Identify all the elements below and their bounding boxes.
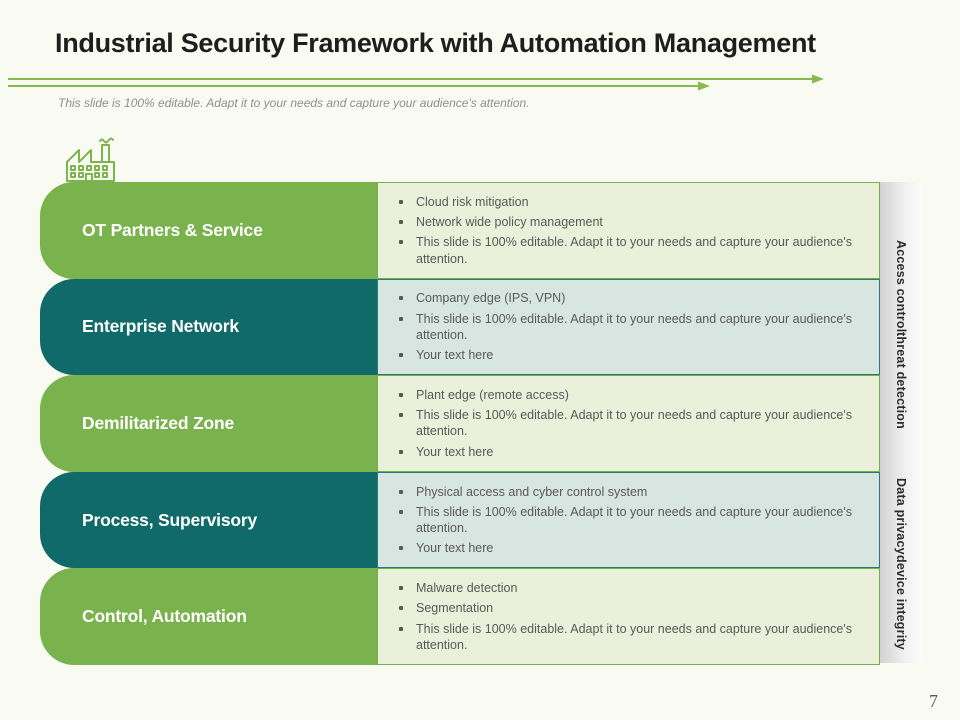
factory-icon	[66, 137, 115, 182]
framework-row-demilitarized-zone: Demilitarized Zone Plant edge (remote ac…	[40, 375, 880, 472]
side-label-line: Data privacy	[894, 478, 908, 555]
bullet-item: This slide is 100% editable. Adapt it to…	[392, 234, 861, 267]
row-content-demilitarized-zone: Plant edge (remote access) This slide is…	[377, 375, 880, 472]
row-label-ot-partners: OT Partners & Service	[40, 182, 377, 279]
bullet-item: Your text here	[392, 444, 861, 460]
row-content-control-automation: Malware detection Segmentation This slid…	[377, 568, 880, 665]
side-label-access-control: Access control threat detection	[880, 240, 922, 429]
framework-row-process-supervisory: Process, Supervisory Physical access and…	[40, 471, 880, 569]
bullet-item: Your text here	[392, 347, 861, 363]
bullet-item: This slide is 100% editable. Adapt it to…	[392, 504, 861, 537]
row-content-process-supervisory: Physical access and cyber control system…	[377, 471, 880, 569]
row-label-demilitarized-zone: Demilitarized Zone	[40, 375, 377, 472]
bullet-item: This slide is 100% editable. Adapt it to…	[392, 311, 861, 344]
bullet-item: Company edge (IPS, VPN)	[392, 290, 861, 306]
framework-row-ot-partners: OT Partners & Service Cloud risk mitigat…	[40, 182, 880, 279]
bullet-item: Segmentation	[392, 600, 861, 616]
row-content-enterprise-network: Company edge (IPS, VPN) This slide is 10…	[377, 278, 880, 376]
side-label-data-privacy: Data privacy device integrity	[880, 478, 922, 650]
side-category-bar: Access control threat detection Data pri…	[880, 182, 922, 663]
title-underline-arrows-icon	[8, 74, 824, 91]
bullet-item: Malware detection	[392, 580, 861, 596]
bullet-item: Physical access and cyber control system	[392, 484, 861, 500]
bullet-item: Network wide policy management	[392, 214, 861, 230]
row-content-ot-partners: Cloud risk mitigation Network wide polic…	[377, 182, 880, 279]
bullet-item: Your text here	[392, 540, 861, 556]
side-label-line: threat detection	[894, 332, 908, 430]
bullet-item: This slide is 100% editable. Adapt it to…	[392, 407, 861, 440]
framework-row-enterprise-network: Enterprise Network Company edge (IPS, VP…	[40, 278, 880, 376]
bullet-item: Cloud risk mitigation	[392, 194, 861, 210]
row-label-process-supervisory: Process, Supervisory	[40, 471, 377, 569]
framework-table: OT Partners & Service Cloud risk mitigat…	[40, 182, 880, 665]
side-label-line: Access control	[894, 240, 908, 333]
framework-row-control-automation: Control, Automation Malware detection Se…	[40, 568, 880, 665]
side-label-line: device integrity	[894, 554, 908, 650]
page-title: Industrial Security Framework with Autom…	[55, 28, 816, 58]
bullet-item: This slide is 100% editable. Adapt it to…	[392, 621, 861, 654]
bullet-item: Plant edge (remote access)	[392, 387, 861, 403]
row-label-control-automation: Control, Automation	[40, 568, 377, 665]
editable-note: This slide is 100% editable. Adapt it to…	[58, 96, 530, 110]
page-number: 7	[929, 691, 938, 711]
row-label-enterprise-network: Enterprise Network	[40, 278, 377, 376]
